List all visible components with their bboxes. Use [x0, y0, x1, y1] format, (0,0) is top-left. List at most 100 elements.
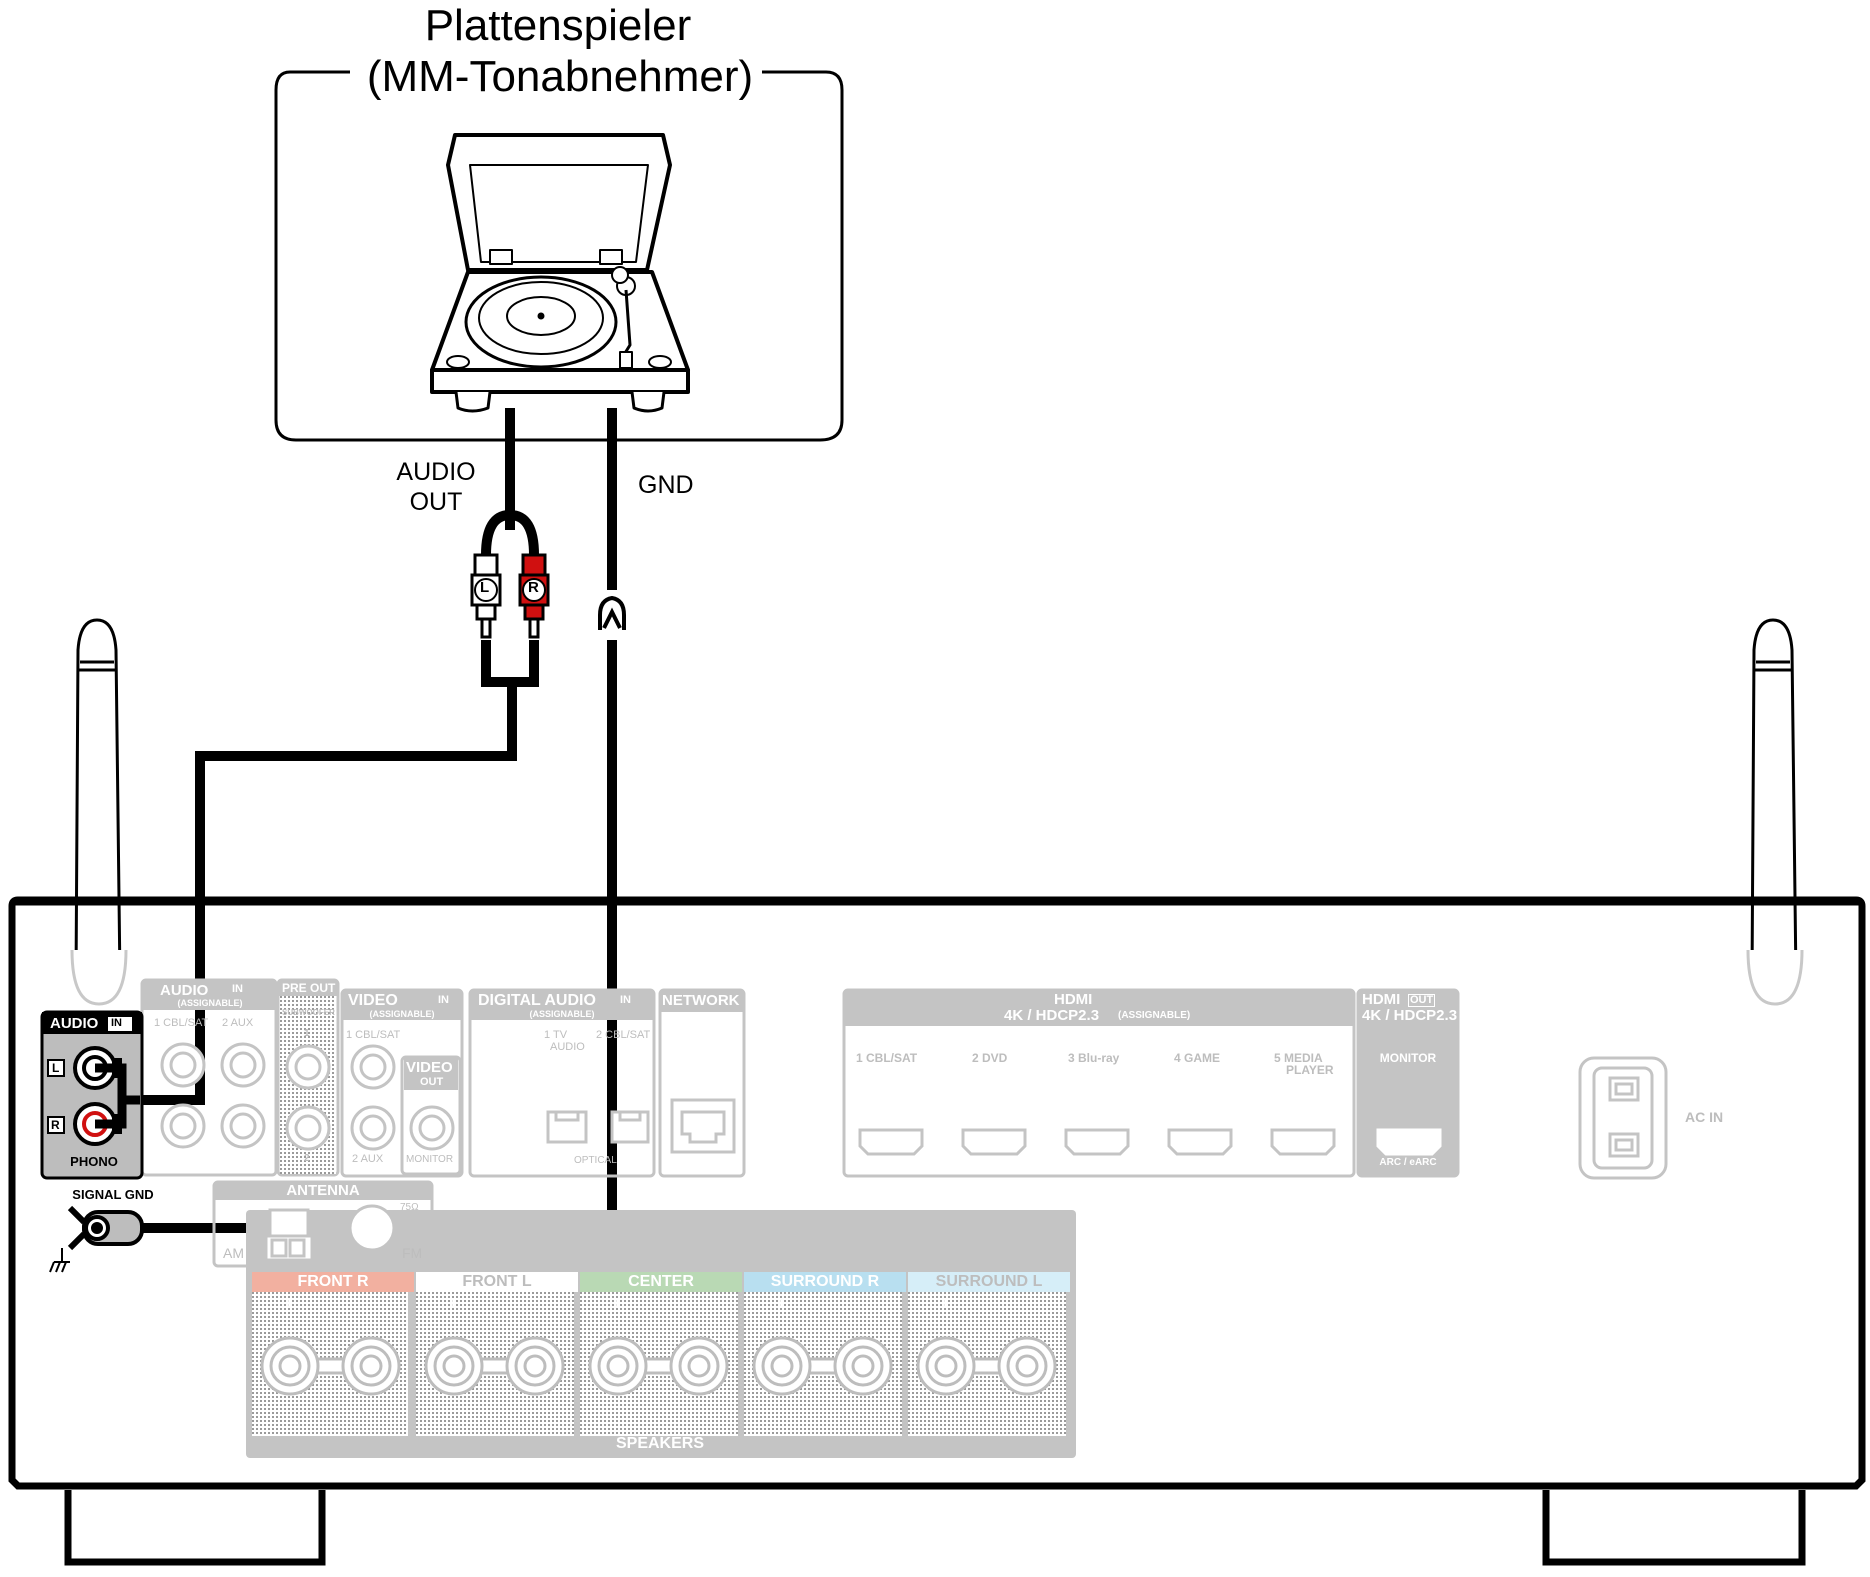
hdmi-port-2-label: 2 DVD: [972, 1051, 1008, 1065]
hdmi-out-port: [1376, 1128, 1442, 1156]
audio-assign-ch2: 2 AUX: [222, 1017, 254, 1029]
speaker-terminals: [252, 1292, 1066, 1436]
antenna-right: [1750, 618, 1798, 982]
preout-sub: SUBWOOFER: [282, 1008, 335, 1017]
speaker-group-5-label: SURROUND L: [935, 1273, 1043, 1290]
hdmi-in-title: HDMI: [1054, 991, 1093, 1008]
preout-ch1: 1: [304, 1028, 310, 1039]
audio-in-title: AUDIO: [50, 1015, 99, 1032]
video-ch2: 2 AUX: [352, 1153, 384, 1165]
audio-assign-ch1: 1 CBL/SAT: [154, 1017, 209, 1029]
hdmi-in-sub: 4K / HDCP2.3: [1004, 1007, 1100, 1024]
spk3-minus: −: [693, 1293, 704, 1313]
digital-sub: (ASSIGNABLE): [529, 1009, 595, 1019]
am-connector: [264, 1208, 336, 1263]
audio-out-label: AUDIO: [396, 458, 476, 486]
plug-l-marker: [474, 578, 498, 602]
jack-r-plug: [112, 1114, 122, 1134]
speaker-bar-2: [416, 1272, 578, 1292]
preout-ch2: 2: [304, 1153, 310, 1164]
video-badge: IN: [438, 994, 449, 1006]
audio-out-label-2: OUT: [409, 488, 463, 516]
ac-in-label: AC IN: [1685, 1109, 1724, 1125]
foot-right: [1542, 1490, 1806, 1566]
spk2-minus: −: [529, 1293, 540, 1313]
hdmi-port-1-label: 1 CBL/SAT: [856, 1051, 918, 1065]
foot-left: [64, 1490, 326, 1566]
video-sub: (ASSIGNABLE): [369, 1009, 435, 1019]
digital-ch1: 1 TV: [544, 1029, 568, 1041]
hdmi-out-title: HDMI: [1362, 991, 1401, 1008]
audio-cable: [120, 408, 539, 1105]
hdmi-out-sub: 4K / HDCP2.3: [1362, 1007, 1458, 1024]
video-ch1: 1 CBL/SAT: [346, 1029, 401, 1041]
rca-jacks: [160, 1042, 455, 1252]
plug-l-label: L: [480, 579, 490, 596]
video-out-title: VIDEO: [406, 1059, 453, 1076]
speaker-group-3-label: CENTER: [628, 1273, 694, 1290]
network-port: [670, 1098, 736, 1154]
spk1-minus: −: [365, 1293, 376, 1313]
digital-title: DIGITAL AUDIO: [478, 992, 596, 1009]
speaker-bar-1: [252, 1272, 414, 1292]
spk5-plus: +: [940, 1293, 951, 1313]
hdmi-port-5-label: 5 MEDIA: [1274, 1051, 1323, 1065]
hdmi-port-4-label: 4 GAME: [1174, 1051, 1221, 1065]
digital-ch2: 2 CBL/SAT: [596, 1029, 651, 1041]
plug-r-marker: [522, 578, 546, 602]
hdmi-in-badge: IN: [1118, 993, 1129, 1005]
spk5-minus: −: [1021, 1293, 1032, 1313]
speaker-group-1-label: FRONT R: [297, 1273, 369, 1290]
gnd-label: GND: [638, 471, 694, 499]
hdmi-out-badge: OUT: [1408, 994, 1436, 1007]
video-out-monitor: MONITOR: [406, 1154, 454, 1165]
jack-l-plug: [112, 1058, 122, 1078]
turntable-icon: [430, 133, 690, 413]
video-title: VIDEO: [348, 992, 398, 1009]
antenna-ohm: 75Ω: [400, 1202, 419, 1213]
digital-optical: OPTICAL: [574, 1155, 617, 1166]
phono-cable-ends: [95, 1063, 140, 1129]
hdmi-out-arc: ARC / eARC: [1379, 1157, 1437, 1168]
hdmi-ports: [858, 1128, 1336, 1156]
hdmi-out-monitor: MONITOR: [1379, 1051, 1437, 1065]
audio-in-badge: IN: [111, 1017, 122, 1029]
preout-title: PRE OUT: [282, 981, 336, 995]
turntable-frame: [274, 70, 844, 442]
network-label: NETWORK: [662, 992, 740, 1009]
hdmi-port-3-label: 3 Blu-ray: [1068, 1051, 1120, 1065]
gnd-spade-icon: [598, 595, 626, 630]
video-out-badge: OUT: [420, 1076, 444, 1088]
digital-badge: IN: [620, 994, 631, 1006]
antenna-am: AM: [223, 1245, 244, 1261]
antenna-fm: FM: [402, 1245, 423, 1261]
speaker-bar-3: [580, 1272, 742, 1292]
speaker-group-4-label: SURROUND R: [770, 1273, 880, 1290]
speakers-title: SPEAKERS: [615, 1435, 705, 1452]
speaker-group-2-label: FRONT L: [462, 1273, 532, 1290]
spk3-plus: +: [612, 1293, 623, 1313]
speaker-bar-4: [744, 1272, 906, 1292]
spk4-minus: −: [857, 1293, 868, 1313]
speaker-header-bars: [252, 1272, 1070, 1292]
plug-r-label: R: [528, 579, 539, 596]
antenna-bases: [70, 949, 1804, 1006]
audio-assign-badge: IN: [232, 983, 243, 995]
audio-assign-sub: (ASSIGNABLE): [177, 998, 243, 1008]
signal-gnd-label: SIGNAL GND: [72, 1187, 154, 1202]
digital-ch1b: AUDIO: [550, 1041, 585, 1053]
hdmi-in-sub2: (ASSIGNABLE): [1118, 1010, 1191, 1021]
signal-gnd-terminal: [49, 1205, 144, 1273]
audio-assign-title: AUDIO: [160, 982, 209, 999]
spk2-plus: +: [448, 1293, 459, 1313]
ac-inlet: [1592, 1066, 1654, 1170]
antenna-left: [74, 618, 122, 982]
device-subtitle: (MM-Tonabnehmer): [366, 52, 754, 101]
speaker-bar-5: [908, 1272, 1070, 1292]
hdmi-port-5-label-2: PLAYER: [1286, 1063, 1334, 1077]
antenna-title: ANTENNA: [286, 1182, 360, 1199]
device-title: Plattenspieler: [424, 1, 692, 50]
optical-ports: [546, 1110, 650, 1144]
